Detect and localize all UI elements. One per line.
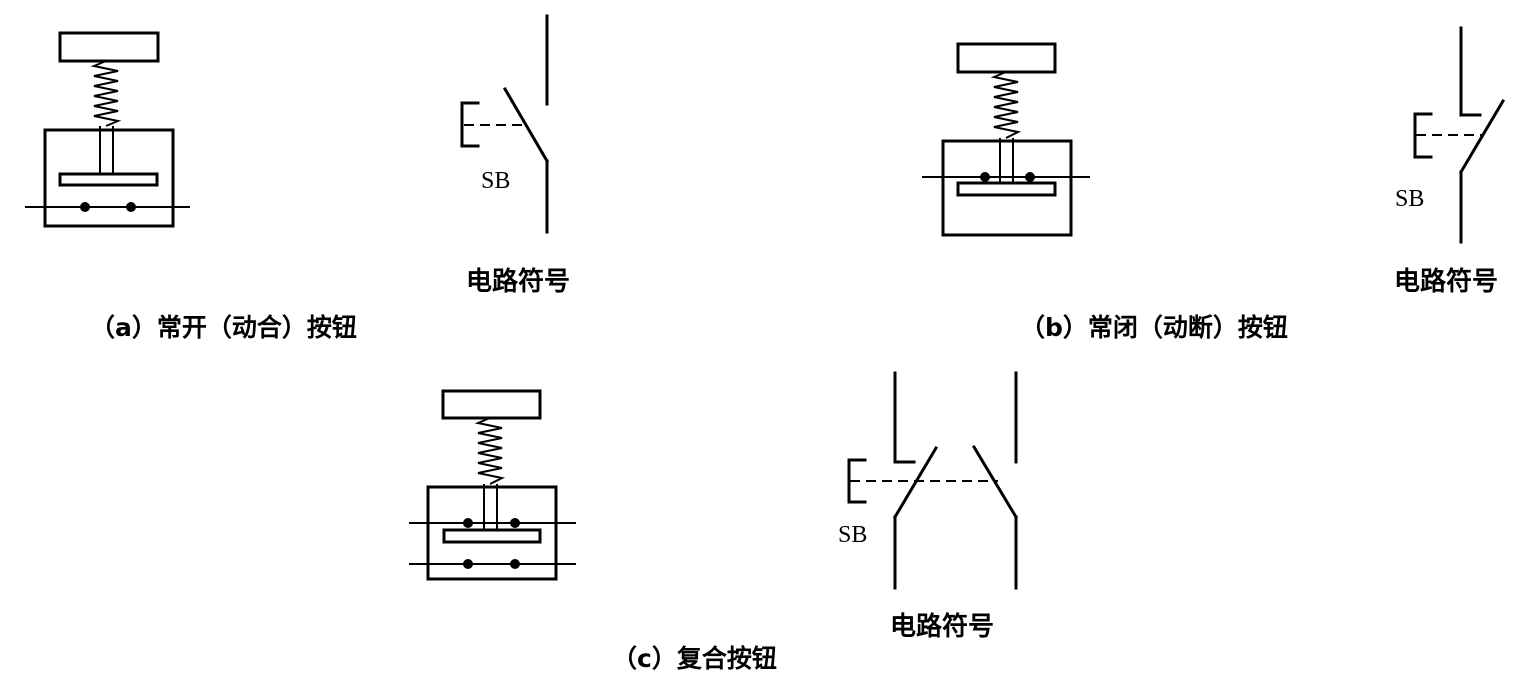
- no-button-drawing: [25, 31, 190, 228]
- nc-contact-blade: [892, 445, 939, 520]
- compound-circuit-symbol: [847, 371, 1019, 590]
- pushbutton-actuator-bracket: [847, 458, 867, 504]
- stationary-contact-left: [80, 202, 90, 212]
- no-circuit-symbol: [460, 14, 550, 234]
- symbol-designation-sb: SB: [481, 168, 510, 194]
- stationary-contact-left: [980, 172, 990, 182]
- housing: [426, 485, 558, 581]
- circuit-symbol-label: 电路符号: [1394, 266, 1498, 297]
- lower-contact-right: [510, 559, 520, 569]
- upper-contact-right: [510, 518, 520, 528]
- button-cap: [441, 389, 542, 420]
- symbol-open-contact-blade: [502, 86, 550, 164]
- moving-contact-bar: [58, 172, 159, 187]
- stationary-contact-right: [126, 202, 136, 212]
- return-spring: [990, 71, 1022, 139]
- button-cap: [956, 42, 1057, 74]
- panel-b: SB 电路符号 （b）常闭（动断）按钮: [922, 26, 1506, 342]
- button-cap: [58, 31, 160, 63]
- moving-contact-bar: [442, 528, 542, 544]
- compound-button-drawing: [409, 389, 576, 581]
- circuit-symbol-label: 电路符号: [890, 611, 994, 642]
- nc-button-drawing: [922, 42, 1090, 237]
- panel-a: SB 电路符号 （a）常开（动合）按钮: [25, 14, 570, 342]
- pushbutton-actuator-bracket: [460, 101, 480, 148]
- caption-b: （b）常闭（动断）按钮: [1020, 313, 1288, 342]
- symbol-closed-contact-blade: [1458, 98, 1506, 175]
- panel-c: SB 电路符号 （c）复合按钮: [409, 371, 1019, 673]
- housing: [941, 139, 1073, 237]
- nc-circuit-symbol: [1413, 26, 1506, 244]
- lower-contact-left: [463, 559, 473, 569]
- upper-contact-left: [463, 518, 473, 528]
- circuit-symbol-label: 电路符号: [466, 266, 570, 297]
- return-spring: [90, 60, 122, 127]
- caption-a: （a）常开（动合）按钮: [90, 313, 357, 342]
- return-spring: [474, 417, 506, 485]
- stationary-contact-right: [1025, 172, 1035, 182]
- symbol-designation-sb: SB: [838, 522, 867, 548]
- symbol-designation-sb: SB: [1395, 186, 1424, 212]
- pushbutton-actuator-bracket: [1413, 112, 1433, 159]
- housing: [43, 128, 175, 228]
- caption-c: （c）复合按钮: [612, 644, 777, 673]
- moving-contact-bar: [956, 181, 1057, 197]
